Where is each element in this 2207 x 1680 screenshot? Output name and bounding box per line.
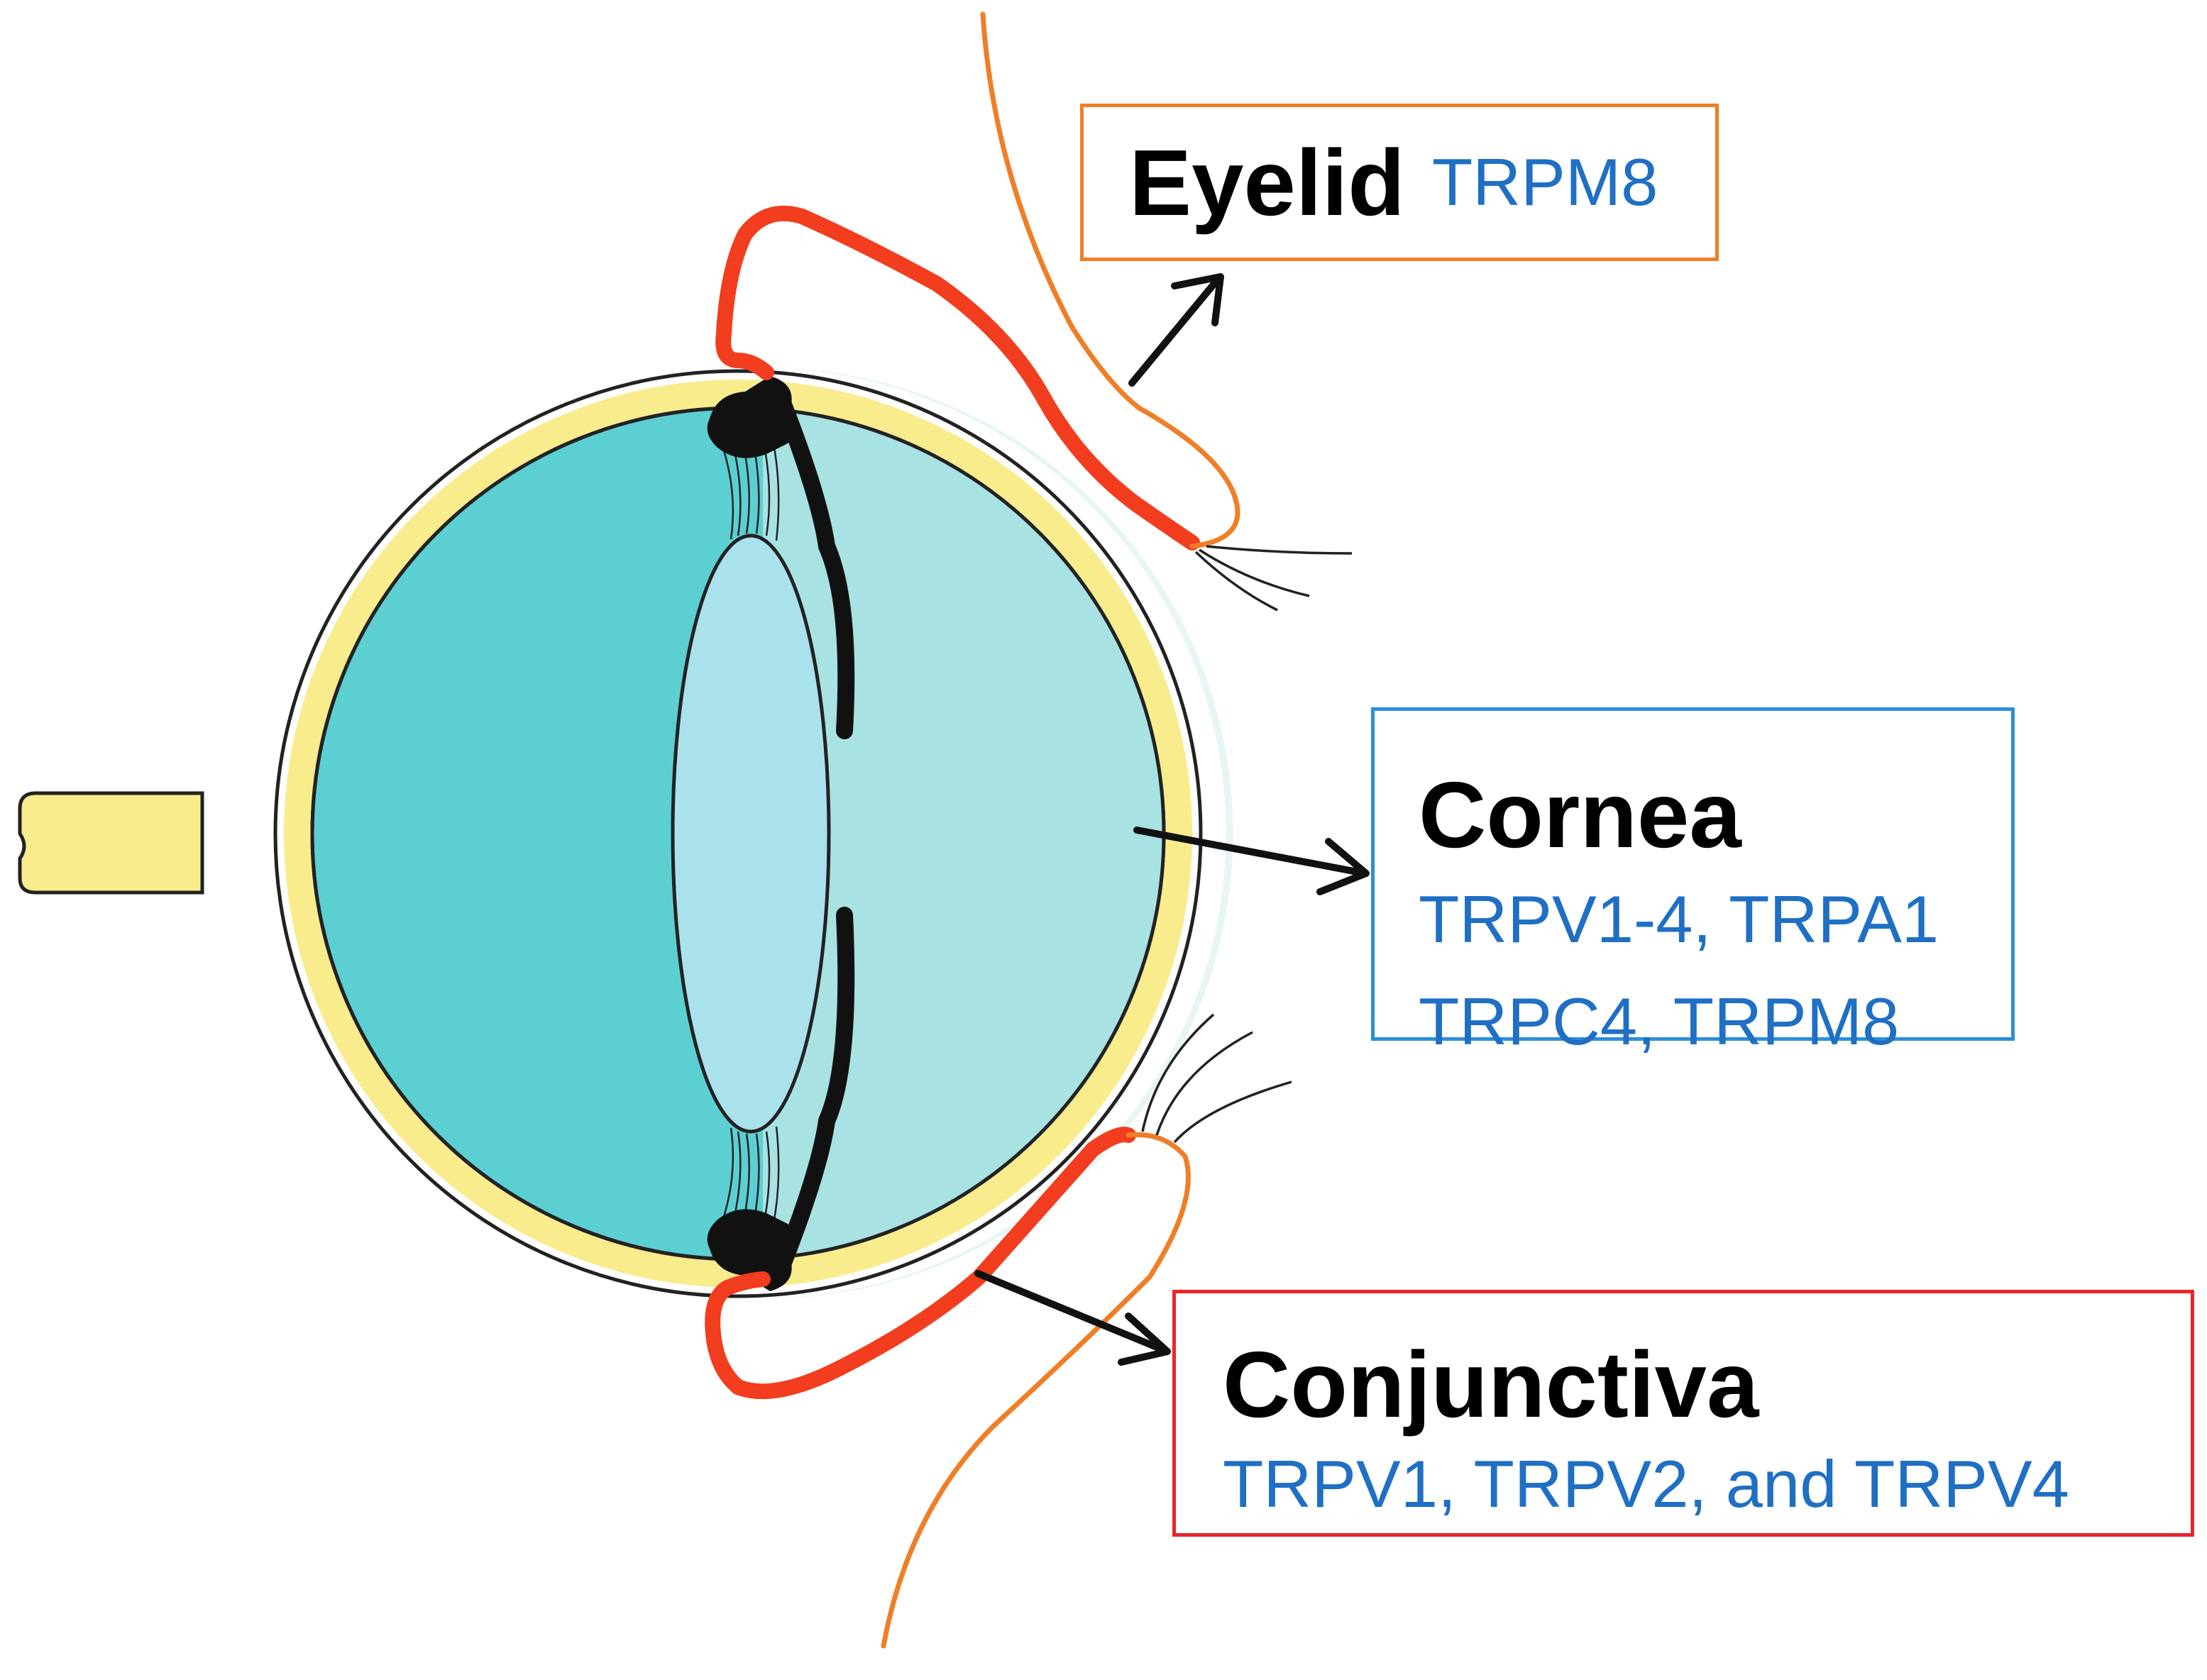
eyelid-label-box: Eyelid TRPM8	[1080, 104, 1719, 261]
arrow-to-conjunctiva	[974, 1270, 1171, 1366]
iris-upper	[772, 389, 855, 739]
eyelid-title: Eyelid	[1129, 130, 1405, 235]
optic-nerve	[18, 791, 204, 895]
cornea-genes-line2: TRPC4, TRPM8	[1419, 984, 1900, 1059]
cornea-genes-line1: TRPV1-4, TRPA1	[1419, 882, 1939, 956]
anterior-chamber	[763, 409, 1165, 1259]
arrow-to-eyelid	[1128, 273, 1224, 387]
eyelashes-lower	[1141, 1013, 1292, 1144]
conjunctiva-genes: TRPV1, TRPV2, and TRPV4	[1223, 1447, 2069, 1521]
cornea-label-box: Cornea TRPV1-4, TRPA1 TRPC4, TRPM8	[1371, 707, 2015, 1059]
eyelid-upper-skin	[980, 11, 1240, 549]
eyelid-lower-skin	[881, 1132, 1191, 1649]
conjunctiva-lower	[705, 1127, 1136, 1400]
cornea-title: Cornea	[1419, 763, 1741, 867]
lens	[671, 534, 831, 1134]
eyelid-genes: TRPM8	[1431, 145, 1658, 219]
iris-lower	[772, 907, 855, 1278]
conjunctiva-label-box: Conjunctiva TRPV1, TRPV2, and TRPV4	[1172, 1290, 2194, 1537]
conjunctiva-title: Conjunctiva	[1223, 1332, 1759, 1437]
arrow-to-cornea	[1133, 827, 1370, 895]
eyelashes-upper	[1194, 545, 1353, 612]
conjunctiva-upper	[715, 205, 1200, 551]
